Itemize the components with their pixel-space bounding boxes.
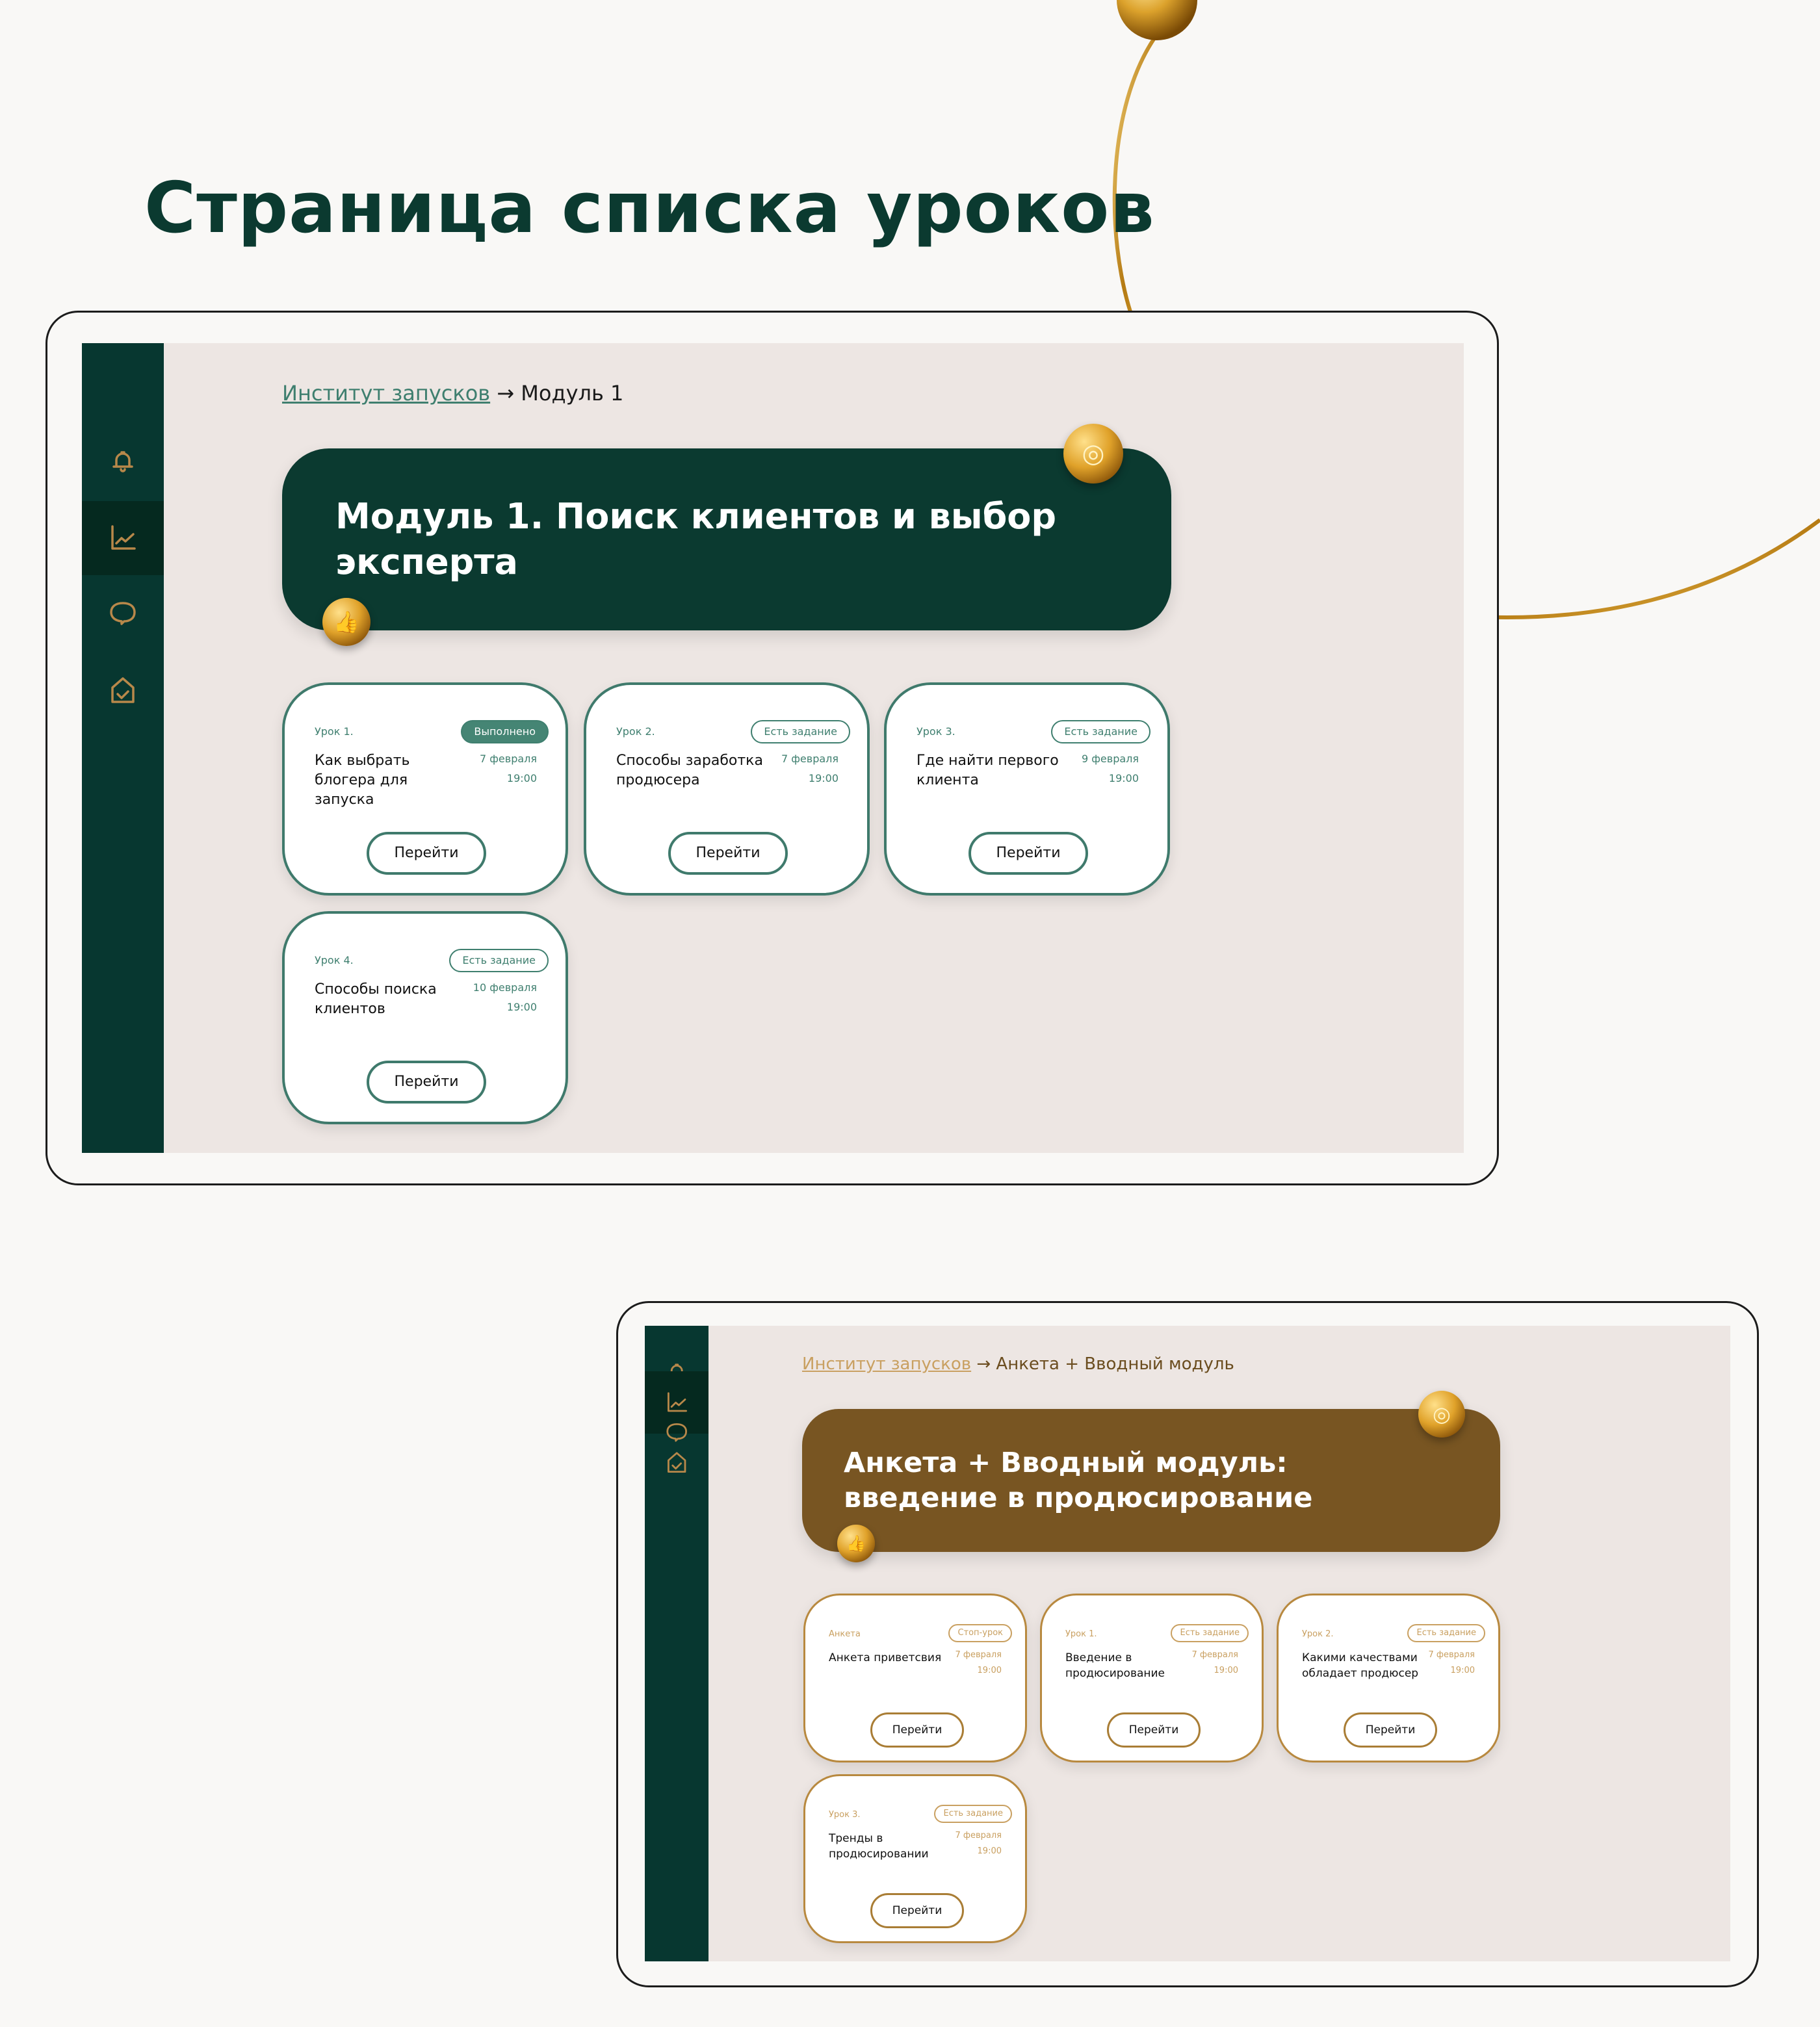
instagram-coin-icon: ◎ [1418,1391,1465,1438]
lesson-date: 7 февраля [781,753,838,765]
lesson-title: Введение в продюсирование [1065,1651,1165,1680]
lesson-title: Где найти первого клиента [916,753,1059,788]
lesson-number: Урок 1. [315,725,354,738]
breadcrumb-link-institute[interactable]: Институт запусков [282,381,491,406]
home-check-icon [111,677,135,703]
go-to-lesson-button[interactable]: Перейти [367,832,486,875]
lesson-number: Урок 2. [1302,1629,1334,1639]
lesson-number: Урок 4. [315,954,354,966]
lesson-time: 19:00 [1108,772,1139,784]
breadcrumb-current: → Анкета + Вводный модуль [976,1354,1234,1374]
go-to-lesson-button[interactable]: Перейти [870,1712,964,1748]
lesson-time: 19:00 [977,1846,1002,1856]
go-to-lesson-button[interactable]: Перейти [1344,1712,1437,1748]
status-badge: Есть задание [1407,1624,1485,1642]
lesson-date: 7 февраля [1191,1650,1238,1660]
lesson-time: 19:00 [1214,1666,1238,1675]
breadcrumb-current: → Модуль 1 [497,381,624,406]
module-banner: Анкета + Вводный модуль: введение в прод… [802,1409,1500,1552]
sidebar-item-home-check[interactable] [82,653,164,727]
lesson-date: 7 февраля [479,753,537,765]
breadcrumb: Институт запусков → Анкета + Вводный мод… [802,1354,1234,1374]
module-title: Модуль 1. Поиск клиентов и выбор эксперт… [335,496,1057,582]
lesson-title: Анкета приветсвия [829,1651,942,1664]
go-to-lesson-button[interactable]: Перейти [870,1893,964,1928]
sidebar-item-chart[interactable] [82,501,164,575]
lesson-date: 9 февраля [1081,753,1139,765]
chat-icon [110,602,136,625]
lesson-number: Урок 1. [1065,1629,1097,1639]
module-banner: Модуль 1. Поиск клиентов и выбор эксперт… [282,448,1171,630]
lesson-title: Какими качествами обладает продюсер [1302,1651,1419,1680]
chart-icon [111,525,136,550]
sidebar-item-chat[interactable] [645,1417,708,1448]
lesson-number: Анкета [829,1629,861,1639]
lesson-time: 19:00 [1450,1666,1475,1675]
lesson-number: Урок 2. [616,725,655,738]
go-to-lesson-button[interactable]: Перейти [367,1061,486,1104]
lesson-number: Урок 3. [829,1810,861,1820]
lesson-date: 7 февраля [1428,1650,1475,1660]
sidebar-item-chat[interactable] [82,576,164,651]
lesson-date: 10 февраля [473,981,537,994]
home-check-icon [667,1452,686,1473]
lesson-date: 7 февраля [955,1831,1002,1840]
status-badge: Есть задание [449,949,549,972]
breadcrumb: Институт запусков → Модуль 1 [282,381,623,406]
lesson-time: 19:00 [506,772,537,784]
module-title: Анкета + Вводный модуль: введение в прод… [844,1447,1313,1514]
lesson-time: 19:00 [808,772,838,784]
thumbs-up-coin-icon: 👍 [837,1525,875,1562]
status-badge: Есть задание [751,720,850,743]
lesson-title: Тренды в продюсировании [829,1832,929,1861]
chat-icon [666,1423,687,1442]
lesson-title: Способы заработка продюсера [616,753,763,788]
lesson-time: 19:00 [506,1001,537,1013]
lesson-number: Урок 3. [916,725,956,738]
status-badge: Есть задание [1171,1624,1249,1642]
go-to-lesson-button[interactable]: Перейти [668,832,788,875]
sidebar [82,343,164,1153]
lessons-screen-intro-module: Институт запусков → Анкета + Вводный мод… [645,1326,1730,1961]
lesson-date: 7 февраля [955,1650,1002,1660]
status-badge: Стоп-урок [948,1624,1012,1642]
lessons-screen-module-1: Институт запусков → Модуль 1 Модуль 1. П… [82,343,1464,1153]
bell-icon [112,451,133,472]
chart-icon [667,1392,687,1412]
go-to-lesson-button[interactable]: Перейти [1107,1712,1201,1748]
status-badge: Есть задание [1051,720,1150,743]
sidebar-item-bell[interactable] [82,427,164,501]
instagram-coin-icon: ◎ [1063,424,1123,484]
sidebar-item-home-check[interactable] [645,1447,708,1478]
page-title: Страница списка уроков [144,168,1155,249]
lesson-title: Как выбрать блогера для запуска [315,753,410,808]
status-badge: Есть задание [934,1805,1012,1823]
go-to-lesson-button[interactable]: Перейти [968,832,1088,875]
lesson-time: 19:00 [977,1666,1002,1675]
thumbs-up-coin-icon: 👍 [322,598,370,646]
breadcrumb-link-institute[interactable]: Институт запусков [802,1354,972,1374]
sidebar [645,1326,708,1961]
status-badge: Выполнено [461,720,549,743]
lesson-title: Способы поиска клиентов [315,981,437,1017]
